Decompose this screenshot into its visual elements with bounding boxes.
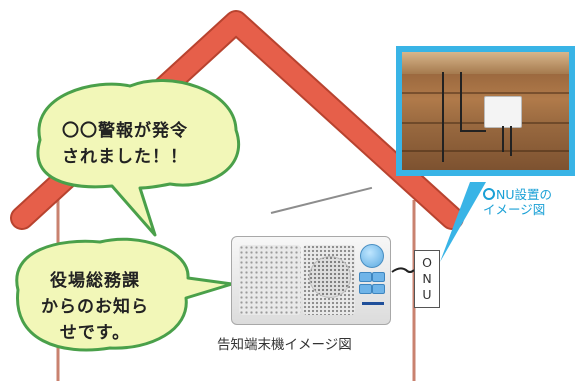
- photo-plank: [402, 92, 569, 94]
- bubble-top-line1: 〇〇警報が発令: [62, 121, 188, 141]
- photo-cable: [510, 126, 512, 156]
- onu-photo-caption-line2: イメージ図: [483, 202, 546, 217]
- photo-cable: [460, 72, 462, 132]
- radio-button: [359, 284, 372, 294]
- bubble-bottom-line3: せです。: [59, 323, 131, 343]
- radio-control-panel: [359, 242, 387, 320]
- radio-dial: [360, 244, 384, 268]
- onu-photo-caption: NU設置の イメージ図: [483, 187, 575, 217]
- radio-brand-mark: [362, 302, 384, 305]
- onu-photo-icon: [402, 52, 569, 170]
- photo-cable: [460, 130, 486, 132]
- bubble-bottom-text: 役場総務課 からのお知ら せです。: [10, 268, 180, 346]
- speech-bubble-top: [36, 78, 240, 237]
- onu-box: O N U: [414, 250, 440, 308]
- bubble-bottom-line1: 役場総務課: [50, 271, 140, 291]
- radio-onu-cable: [391, 267, 415, 273]
- photo-cable: [442, 72, 444, 162]
- bubble-top-line2: されました！！: [62, 147, 188, 167]
- onu-letter: N: [422, 271, 432, 286]
- radio-button: [359, 272, 372, 282]
- photo-onu-device: [484, 96, 522, 128]
- bubble-bottom-line2: からのお知ら: [41, 297, 149, 317]
- onu-photo-caption-line1: NU設置の: [496, 187, 552, 202]
- bubble-top-text: 〇〇警報が発令 されました！！: [40, 118, 210, 170]
- photo-plank: [402, 150, 569, 152]
- radio-speaker: [309, 256, 351, 298]
- ring-icon: [483, 188, 495, 200]
- onu-letter: U: [422, 287, 432, 302]
- photo-cable: [502, 126, 504, 152]
- radio-grille: [239, 245, 301, 315]
- onu-letter: O: [422, 255, 432, 270]
- onu-photo-frame: [396, 46, 575, 176]
- radio-caption: 告知端末機イメージ図: [217, 337, 352, 353]
- radio-button: [372, 284, 385, 294]
- photo-callout-pointer: [440, 182, 486, 262]
- radio-button: [372, 272, 385, 282]
- photo-beam: [402, 52, 569, 74]
- radio-terminal-icon: [231, 186, 391, 325]
